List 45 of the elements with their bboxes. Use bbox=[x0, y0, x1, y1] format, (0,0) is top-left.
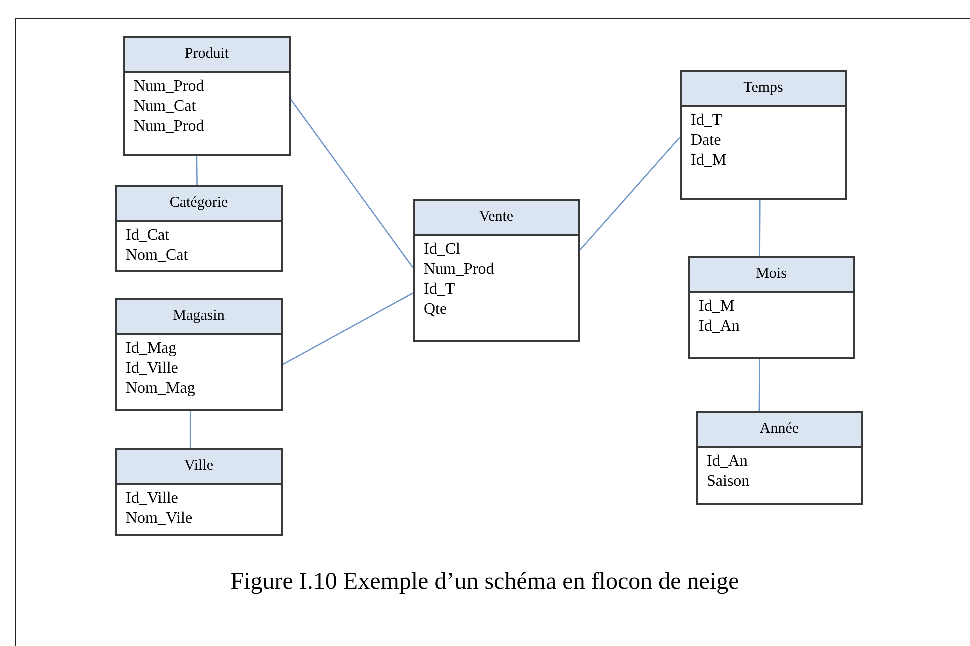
field-name: Id_T bbox=[424, 280, 456, 300]
field-name: Saison bbox=[707, 472, 750, 492]
connector-line bbox=[759, 200, 761, 256]
table-title: Année bbox=[760, 422, 800, 437]
field-name: Id_Cat bbox=[126, 226, 170, 246]
field-name: Id_An bbox=[699, 317, 740, 337]
field-name: Id_An bbox=[707, 452, 748, 472]
table-box bbox=[115, 448, 283, 536]
table-title: Magasin bbox=[173, 309, 225, 324]
field-name: Nom_Mag bbox=[126, 379, 196, 399]
table-box bbox=[115, 185, 283, 272]
field-name: Num_Prod bbox=[134, 117, 204, 137]
field-name: Id_M bbox=[691, 151, 727, 171]
table-title: Mois bbox=[756, 267, 787, 282]
field-name: Id_T bbox=[691, 111, 722, 131]
connector-line bbox=[196, 156, 198, 185]
connector-line bbox=[580, 137, 680, 251]
table-title: Ville bbox=[184, 459, 214, 474]
table-box bbox=[123, 36, 291, 156]
table-box bbox=[115, 298, 283, 411]
table-box bbox=[413, 199, 580, 342]
table-box bbox=[696, 411, 863, 505]
field-name: Id_Mag bbox=[126, 339, 177, 359]
connector-line bbox=[190, 411, 192, 448]
table-title: Vente bbox=[479, 210, 514, 225]
connector-line bbox=[290, 99, 414, 268]
connector-line bbox=[758, 359, 760, 411]
table-title: Produit bbox=[184, 47, 230, 62]
table-title: Temps bbox=[744, 81, 784, 96]
field-name: Nom_Cat bbox=[126, 246, 188, 266]
field-name: Num_Prod bbox=[424, 260, 494, 280]
field-name: Nom_Vile bbox=[126, 509, 193, 529]
field-name: Num_Prod bbox=[134, 77, 204, 97]
table-title: Catégorie bbox=[170, 196, 228, 211]
field-name: Qte bbox=[424, 300, 448, 320]
field-name: Id_Ville bbox=[126, 489, 178, 509]
connector-line bbox=[282, 292, 414, 366]
field-name: Id_Ville bbox=[126, 359, 178, 379]
table-box bbox=[688, 256, 855, 359]
field-name: Num_Cat bbox=[134, 97, 196, 117]
field-name: Id_Cl bbox=[424, 240, 460, 260]
table-box bbox=[680, 70, 847, 200]
field-name: Id_M bbox=[699, 297, 735, 317]
field-name: Date bbox=[691, 131, 722, 151]
figure-caption: Figure I.10 Exemple d’un schéma en flocon de neige bbox=[230, 568, 740, 597]
